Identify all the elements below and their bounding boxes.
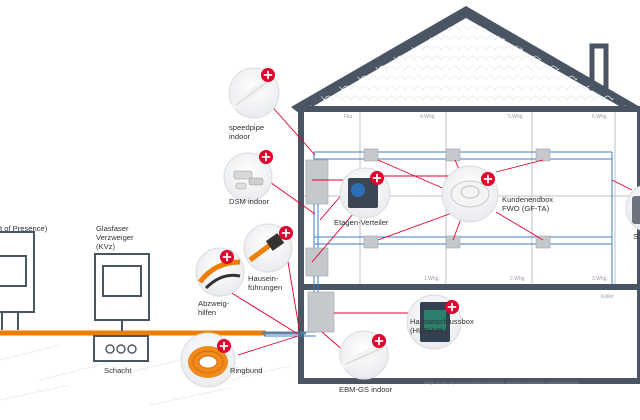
floor-label-whg3: 3.Whg.	[592, 276, 608, 282]
product-dsm[interactable]	[223, 152, 273, 202]
floor-label-flur: Flur	[344, 114, 353, 120]
kundenendbox-label[interactable]: Kundenendbox FWO (GF-TA)	[502, 195, 554, 213]
ebm-gs-label[interactable]: EBM-GS indoor	[339, 385, 393, 394]
kvz-cabinet	[94, 253, 150, 331]
ground-decoration	[0, 344, 291, 406]
pop-cabinet	[0, 231, 35, 330]
hausanschlussbox-label[interactable]: Hausanschlussbox (HÜP/APL)	[410, 317, 474, 335]
etagen-verteiler-label[interactable]: Etagen-Verteiler	[334, 218, 389, 227]
floor-label-whg4: 4.Whg.	[420, 114, 436, 120]
ringbund-label[interactable]: Ringbund	[230, 366, 263, 375]
plus-signs	[219, 70, 493, 351]
roof-shingles	[300, 18, 632, 108]
cellar-floor	[301, 284, 640, 290]
junction-boxes	[305, 148, 551, 333]
product-abzweighilfen[interactable]	[195, 247, 245, 297]
floor-label-keller: Keller	[601, 294, 614, 300]
abzweighilfen-label[interactable]: Abzweig- hilfen	[198, 299, 230, 317]
floor-label-whg6: 6.Whg.	[592, 114, 608, 120]
floor-label-whg5: 5.Whg.	[508, 114, 524, 120]
s-cut-label: S	[633, 232, 639, 241]
kvz-label: Glasfaser Verzweiger (KVz)	[96, 224, 134, 251]
image-source-note: Image source: https://www.schacht-brands…	[424, 381, 579, 385]
schacht-label: Schacht	[104, 366, 132, 375]
dsm-label[interactable]: DSM indoor	[229, 197, 270, 206]
chimney	[589, 43, 609, 91]
product-s-cut[interactable]	[625, 184, 640, 232]
hauseinfuehrungen-label[interactable]: Hausein- führungen	[248, 274, 283, 292]
floor-label-whg2: 2.Whg.	[510, 276, 526, 282]
schacht	[93, 335, 149, 362]
blue-pipes	[264, 151, 613, 337]
floor-label-whg1: 1.Whg.	[424, 276, 440, 282]
pop-label: t of Presence)	[0, 224, 48, 233]
speedpipe-label[interactable]: speedpipe indoor	[229, 123, 265, 141]
